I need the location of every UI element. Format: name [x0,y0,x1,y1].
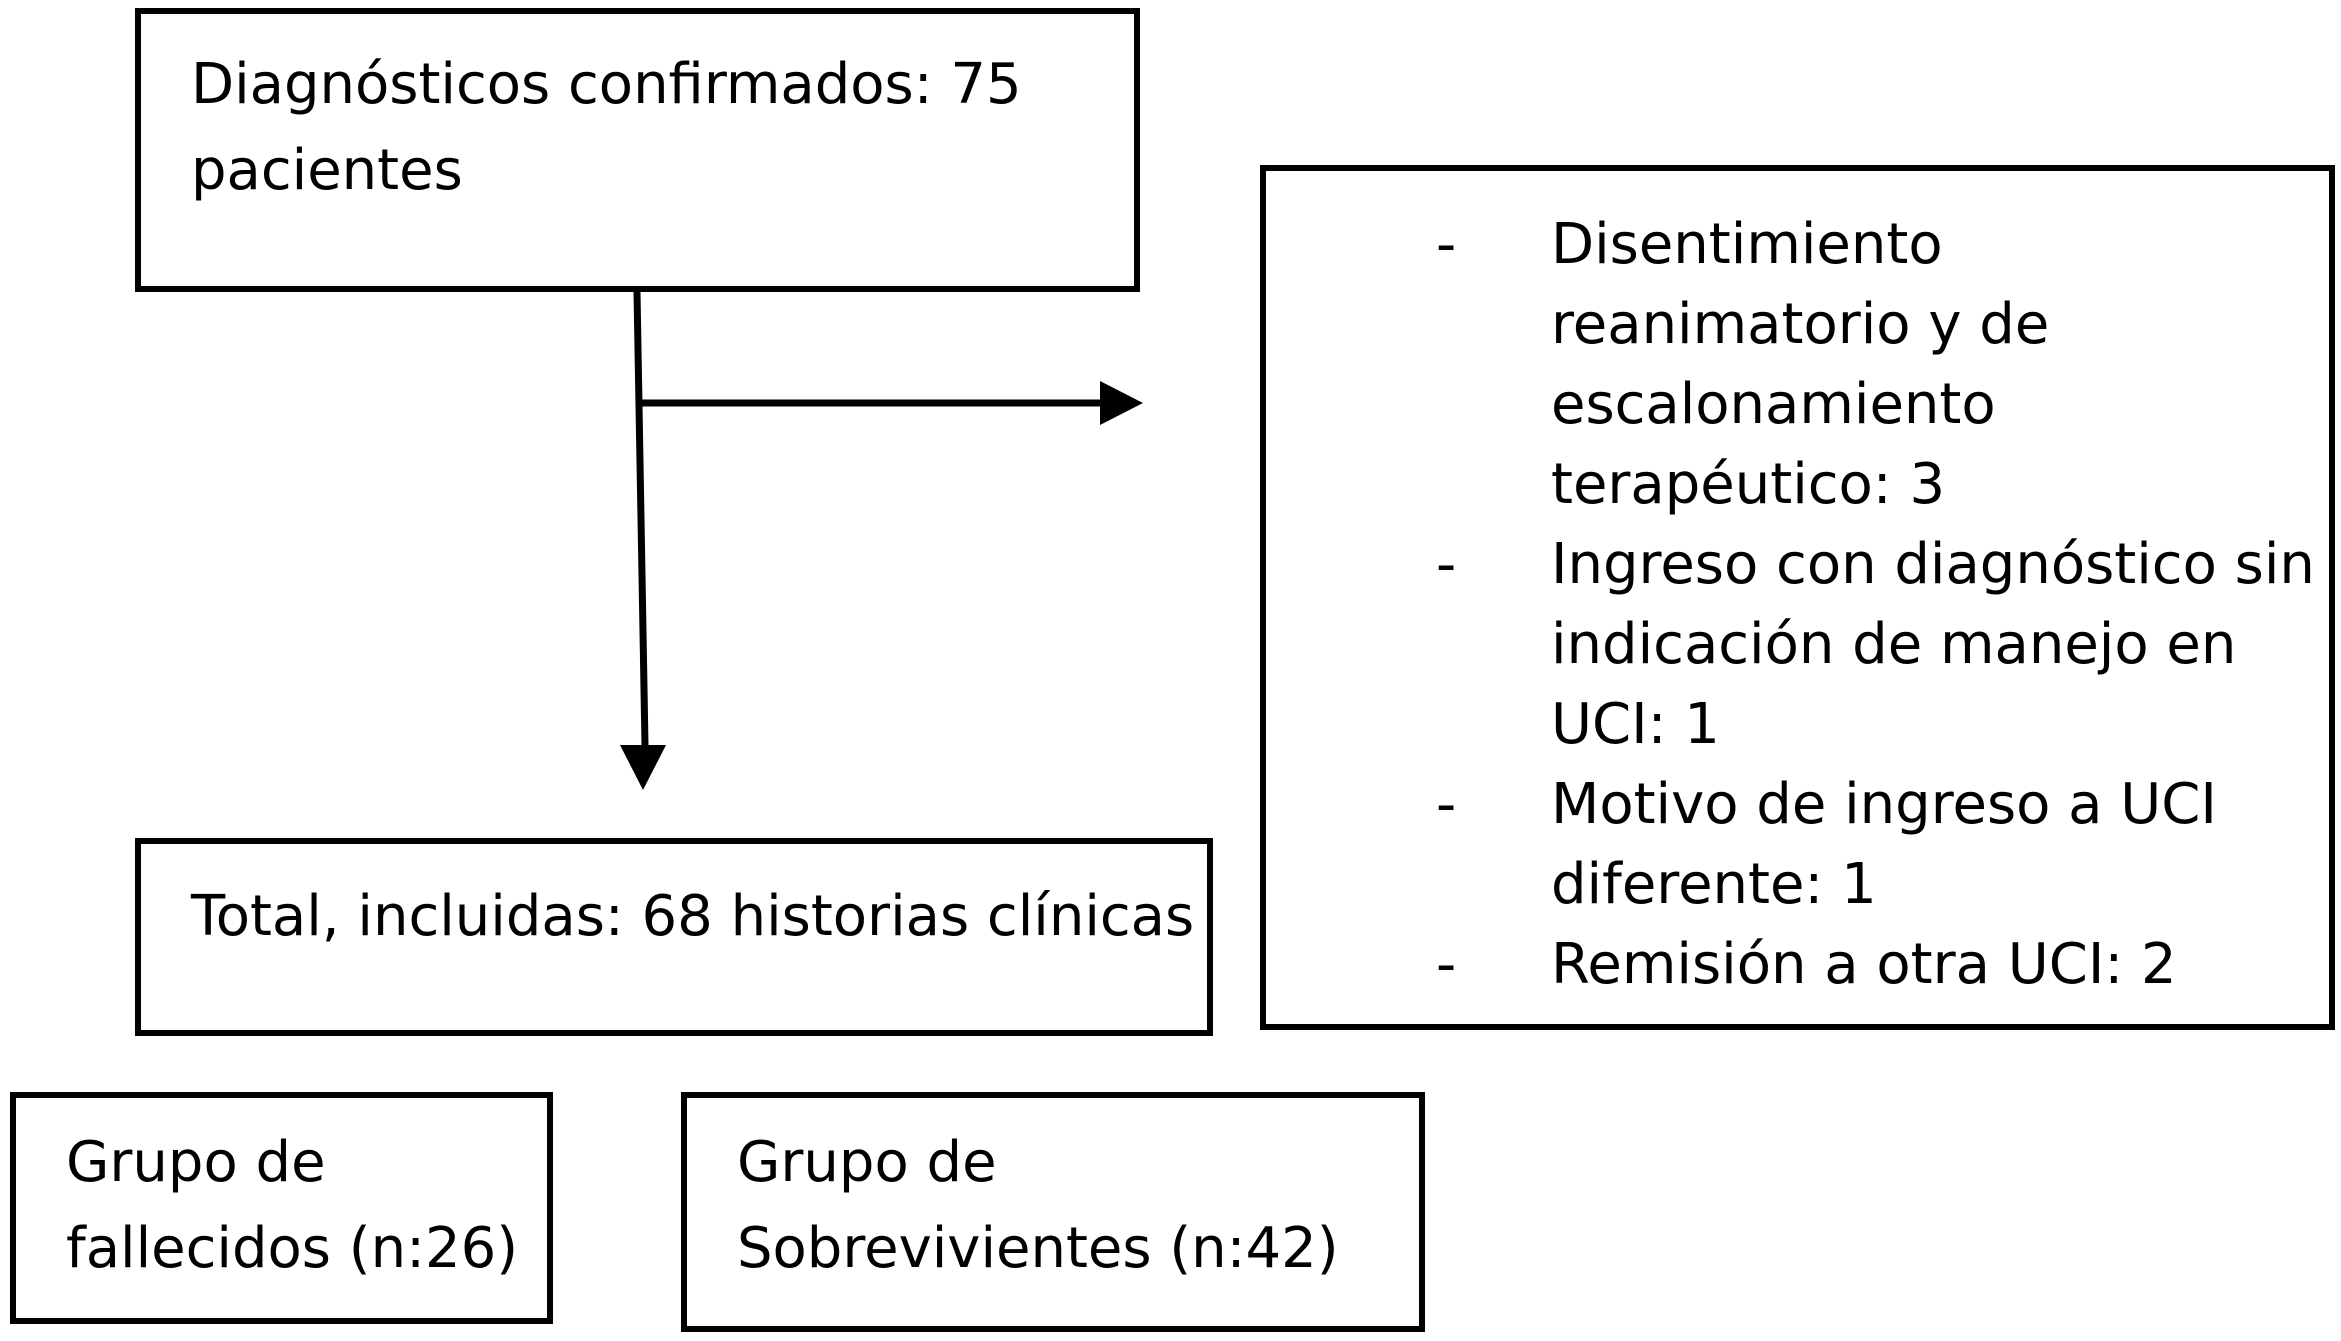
confirmed-line-1: Diagnósticos confirmados: 75 [191,52,1022,117]
down-arrowhead [620,745,666,790]
exclusion-line: Motivo de ingreso a UCI [1551,772,2217,837]
exclusion-line: Ingreso con diagnóstico sin [1551,532,2315,597]
confirmed-diagnoses-box: Diagnósticos confirmados: 75 pacientes [135,8,1140,292]
list-dash: - [1436,212,1457,277]
total-included-text: Total, incluidas: 68 historias clínicas [191,884,1195,949]
exclusion-line: terapéutico: 3 [1551,452,1946,517]
exclusions-list: - Disentimiento reanimatorio y de escalo… [1266,205,2315,1005]
deceased-line-2: fallecidos (n:26) [66,1216,519,1281]
survivors-group-text: Grupo de Sobrevivientes (n:42) [737,1120,1339,1292]
survivors-group-box: Grupo de Sobrevivientes (n:42) [681,1092,1425,1332]
exclusion-line: escalonamiento [1551,372,1996,437]
total-included-box: Total, incluidas: 68 historias clínicas [135,838,1213,1036]
exclusion-line: diferente: 1 [1551,852,1877,917]
deceased-group-text: Grupo de fallecidos (n:26) [66,1120,518,1292]
exclusions-box: - Disentimiento reanimatorio y de escalo… [1260,165,2335,1030]
list-dash: - [1436,532,1457,597]
exclusion-item-different-reason: - Motivo de ingreso a UCI diferente: 1 [1266,765,2315,925]
survivors-line-1: Grupo de [737,1130,997,1195]
exclusion-item-no-icu-indication: - Ingreso con diagnóstico sin indicación… [1266,525,2315,765]
exclusion-item-refusal: - Disentimiento reanimatorio y de escalo… [1266,205,2315,525]
survivors-line-2: Sobrevivientes (n:42) [737,1216,1339,1281]
right-arrowhead [1100,381,1143,425]
exclusion-line: reanimatorio y de [1551,292,2050,357]
exclusion-item-referral: - Remisión a otra UCI: 2 [1266,925,2315,1005]
exclusion-line: UCI: 1 [1551,692,1720,757]
exclusion-line: Remisión a otra UCI: 2 [1551,932,2177,997]
confirmed-diagnoses-text: Diagnósticos confirmados: 75 pacientes [191,42,1022,214]
exclusion-line: Disentimiento [1551,212,1943,277]
list-dash: - [1436,772,1457,837]
deceased-group-box: Grupo de fallecidos (n:26) [10,1092,553,1324]
confirmed-line-2: pacientes [191,138,463,203]
list-dash: - [1436,932,1457,997]
vertical-flow-line [633,291,649,746]
deceased-line-1: Grupo de [66,1130,326,1195]
exclusion-line: indicación de manejo en [1551,612,2237,677]
